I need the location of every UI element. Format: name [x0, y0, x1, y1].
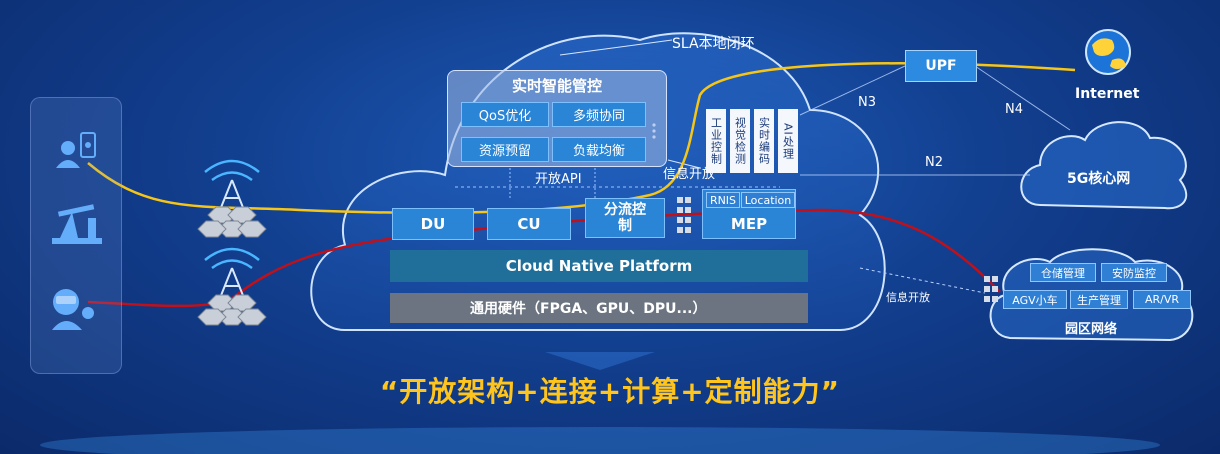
general-hardware[interactable]: 通用硬件（FPGA、GPU、DPU...）	[390, 293, 808, 323]
antenna-icon	[204, 247, 260, 304]
globe-icon	[1085, 29, 1131, 75]
app-realtime-encoding[interactable]: 实时编码	[754, 109, 774, 173]
location-tag[interactable]: Location	[741, 192, 795, 208]
info-open-label: 信息开放	[663, 167, 716, 182]
n3-label: N3	[858, 95, 876, 110]
core-network-label: 5G核心网	[1067, 171, 1131, 187]
agv-tag[interactable]: AGV小车	[1003, 290, 1067, 309]
resource-reserve-tile[interactable]: 资源预留	[461, 137, 549, 162]
arvr-tag[interactable]: AR/VR	[1133, 290, 1191, 309]
gateway-icon	[984, 276, 998, 302]
multi-band-tile[interactable]: 多频协同	[552, 102, 646, 127]
sla-label: SLA本地闭环	[672, 36, 755, 52]
rnis-tag[interactable]: RNIS	[706, 192, 740, 208]
cloud-native-platform[interactable]: Cloud Native Platform	[390, 250, 808, 282]
upf-box[interactable]: UPF	[905, 50, 977, 82]
security-tag[interactable]: 安防监控	[1101, 263, 1167, 282]
app-industrial-control[interactable]: 工业控制	[706, 109, 726, 173]
n4-label: N4	[1005, 102, 1023, 117]
terminal-panel	[30, 97, 122, 374]
core-cloud	[1020, 121, 1188, 210]
user-phone-icon	[56, 132, 96, 168]
app-visual-inspection[interactable]: 视觉检测	[730, 109, 750, 173]
warehouse-tag[interactable]: 仓储管理	[1030, 263, 1096, 282]
production-tag[interactable]: 生产管理	[1070, 290, 1128, 309]
open-api-label: 开放API	[535, 172, 582, 187]
info-open-label-2: 信息开放	[886, 291, 930, 304]
split-control-box[interactable]: 分流控制	[585, 198, 665, 238]
du-box[interactable]: DU	[392, 208, 474, 240]
oil-pump-icon	[52, 204, 102, 244]
qos-tile[interactable]: QoS优化	[461, 102, 549, 127]
control-panel-title: 实时智能管控	[511, 77, 602, 95]
vr-user-icon	[52, 289, 94, 330]
internet-label: Internet	[1075, 86, 1140, 102]
server-icon	[677, 197, 691, 233]
n2-label: N2	[925, 155, 943, 170]
slogan: “开放架构+连接+计算+定制能力”	[379, 375, 841, 408]
antenna-icon	[204, 159, 260, 216]
app-ai-processing[interactable]: AI处理	[778, 109, 798, 173]
control-panel: 实时智能管控 QoS优化 多频协同 资源预留 负载均衡	[447, 70, 667, 167]
cu-box[interactable]: CU	[487, 208, 571, 240]
campus-network-label: 园区网络	[1065, 322, 1118, 337]
load-balance-tile[interactable]: 负载均衡	[552, 137, 646, 162]
